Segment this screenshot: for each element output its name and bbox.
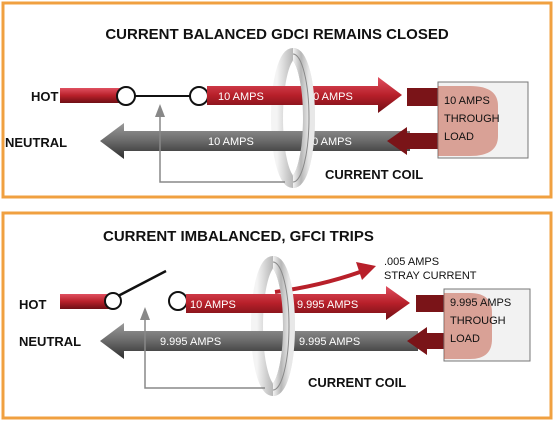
switch-terminal-right: [189, 86, 209, 106]
coil-edge: [272, 261, 290, 391]
panel-balanced: CURRENT BALANCED GDCI REMAINS CLOSED HOT…: [1, 1, 553, 199]
panel-title: CURRENT BALANCED GDCI REMAINS CLOSED: [105, 26, 449, 43]
switch-terminal-right: [168, 291, 188, 311]
switch-open-blade: [117, 269, 167, 298]
switch-terminal-left: [116, 86, 136, 106]
load-text-3: LOAD: [450, 333, 480, 345]
neutral-amps-label-right: 10 AMPS: [306, 136, 352, 148]
load-shade: [444, 293, 492, 359]
stray-arrowhead: [356, 262, 376, 280]
hot-amps-label-right: 10 AMPS: [307, 91, 353, 103]
hot-wire-in: [60, 294, 112, 309]
hot-label: HOT: [19, 297, 47, 312]
load-text-1: 9.995 AMPS: [450, 297, 511, 309]
load-shade: [438, 86, 498, 156]
neutral-label: NEUTRAL: [19, 334, 81, 349]
stray-text-1: .005 AMPS: [384, 256, 439, 268]
coil-label: CURRENT COIL: [308, 375, 406, 390]
load-text-2: THROUGH: [444, 113, 500, 125]
stray-text-2: STRAY CURRENT: [384, 270, 477, 282]
neutral-label: NEUTRAL: [5, 135, 67, 150]
load-text-1: 10 AMPS: [444, 95, 490, 107]
load-text-2: THROUGH: [450, 315, 506, 327]
hot-amps-label: 10 AMPS: [218, 91, 264, 103]
panel-title: CURRENT IMBALANCED, GFCI TRIPS: [103, 228, 374, 245]
coil-edge: [292, 53, 310, 183]
neutral-amps-label: 10 AMPS: [208, 136, 254, 148]
hot-amps-label: 10 AMPS: [190, 299, 236, 311]
neutral-arrow: [100, 323, 418, 359]
hot-amps-label-right: 9.995 AMPS: [297, 299, 358, 311]
hot-arrow: [186, 286, 410, 320]
trip-link-arrowhead: [140, 307, 150, 320]
hot-label: HOT: [31, 89, 59, 104]
neutral-arrow: [100, 123, 410, 159]
hot-wire-in: [60, 88, 124, 103]
neutral-amps-label: 9.995 AMPS: [160, 336, 221, 348]
trip-link: [144, 318, 265, 389]
coil-label: CURRENT COIL: [325, 167, 423, 182]
switch-terminal-left: [104, 292, 122, 310]
load-return-arrow: [387, 127, 450, 155]
load-text-3: LOAD: [444, 131, 474, 143]
neutral-amps-label-right: 9.995 AMPS: [299, 336, 360, 348]
trip-link: [159, 115, 285, 183]
trip-link-arrowhead: [155, 104, 165, 117]
panel-imbalanced: CURRENT IMBALANCED, GFCI TRIPS HOT .005 …: [1, 211, 553, 420]
